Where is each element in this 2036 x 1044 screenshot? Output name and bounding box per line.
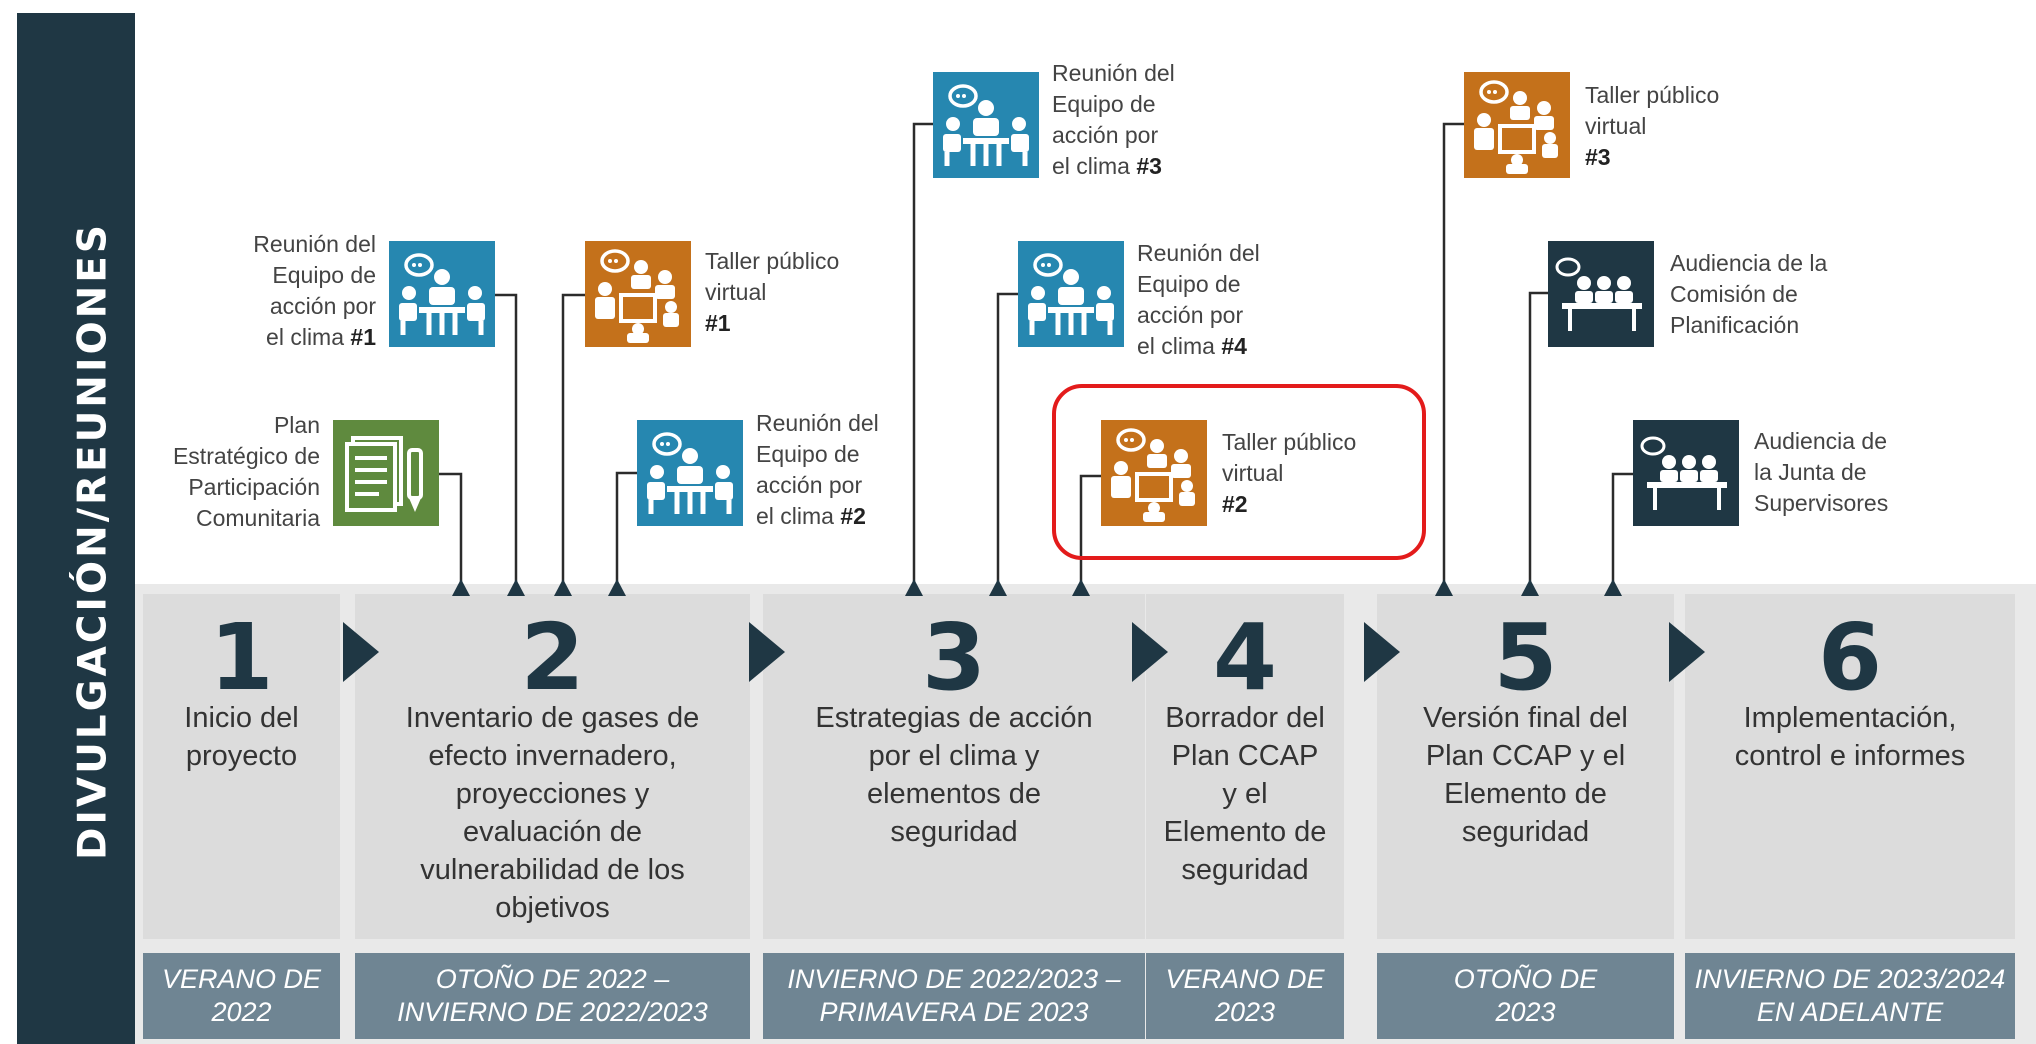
phase-column-2: 2 Inventario de gases de efecto invernad…: [355, 594, 750, 939]
sidebar-title: DIVULGACIÓN/REUNIONES: [70, 222, 116, 860]
hearing-icon: [1548, 241, 1654, 347]
phase-title: Implementación, control e informes: [1734, 702, 1966, 772]
phase-title: Borrador del Plan CCAP y el Elemento de …: [1163, 702, 1327, 886]
team-meeting-icon: [389, 241, 495, 347]
phase-date-2: OTOÑO DE 2022 –INVIERNO DE 2022/2023: [355, 953, 750, 1039]
document-pencil-icon: [333, 420, 439, 526]
phase-title: Inventario de gases de efecto invernader…: [405, 702, 700, 924]
phase-number: 5: [1493, 604, 1558, 711]
team-meeting-icon: [1018, 241, 1124, 347]
phase-number: 4: [1212, 604, 1277, 711]
phase-number: 2: [520, 604, 585, 711]
workshop-icon: [585, 241, 691, 347]
chevron-right-icon: [1364, 622, 1400, 682]
phase-title: Inicio del proyecto: [184, 702, 299, 772]
phase-column-6: 6 Implementación, control e informes: [1685, 594, 2015, 939]
phase-column-3: 3 Estrategias de acción por el clima y e…: [763, 594, 1145, 939]
phase-title: Estrategias de acción por el clima y ele…: [815, 702, 1093, 848]
phase-column-5: 5 Versión final del Plan CCAP y el Eleme…: [1377, 594, 1674, 939]
team-meeting-icon: [933, 72, 1039, 178]
highlight-box: [1052, 384, 1426, 560]
phase-number: 3: [921, 604, 986, 711]
workshop-icon: [1464, 72, 1570, 178]
phase-column-4: 4 Borrador del Plan CCAP y el Elemento d…: [1146, 594, 1344, 939]
team-meeting-icon: [637, 420, 743, 526]
phase-date-3: INVIERNO DE 2022/2023 –PRIMAVERA DE 2023: [763, 953, 1145, 1039]
chevron-right-icon: [343, 622, 379, 682]
chevron-right-icon: [1669, 622, 1705, 682]
workshop-icon: [1101, 420, 1207, 526]
phase-number: 1: [209, 604, 274, 711]
sidebar-bar: DIVULGACIÓN/REUNIONES: [17, 13, 135, 1044]
phase-number: 6: [1817, 604, 1882, 711]
chevron-right-icon: [1132, 622, 1168, 682]
phase-column-1: 1 Inicio del proyecto: [143, 594, 340, 939]
chevron-right-icon: [749, 622, 785, 682]
phase-title: Versión final del Plan CCAP y el Element…: [1423, 702, 1628, 848]
hearing-icon: [1633, 420, 1739, 526]
